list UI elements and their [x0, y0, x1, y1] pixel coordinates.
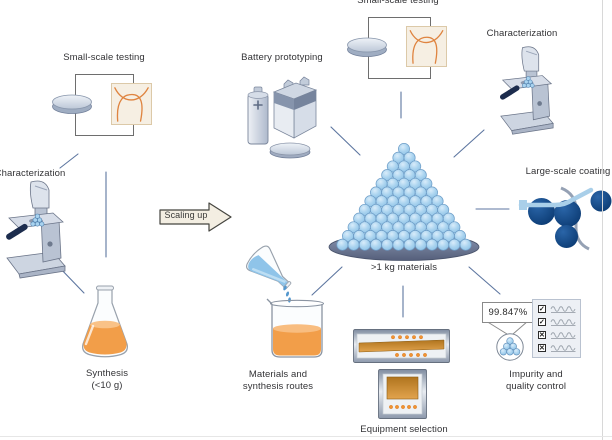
heater-flames-icon — [389, 405, 417, 409]
box-furnace-icon — [378, 369, 427, 419]
scaling-up-arrow — [159, 202, 232, 232]
checklist-row: ✓ — [538, 305, 576, 314]
figure-right-edge — [602, 0, 603, 440]
small-scale-testing-left-label: Small-scale testing — [63, 52, 145, 63]
synthesis-label: Synthesis (<10 g) — [85, 368, 129, 391]
checklist-row: ✓ — [538, 318, 576, 327]
characterization-left-label: Characterization — [0, 168, 66, 179]
roll-to-roll-coater-icon — [518, 186, 612, 251]
battery-set-icon — [247, 76, 318, 159]
scribble-text-icon — [550, 305, 576, 313]
beaker-icon — [266, 298, 325, 358]
checklist-row: ✕ — [538, 344, 576, 353]
checkbox-crossed-icon: ✕ — [538, 344, 546, 352]
scribble-text-icon — [550, 331, 576, 339]
pouring-flask-icon — [246, 245, 292, 290]
scribble-text-icon — [550, 318, 576, 326]
heater-flames-icon — [391, 335, 427, 357]
scaling-up-label: Scaling up — [164, 210, 208, 220]
impurity-qc-label: Impurity and quality control — [505, 369, 567, 392]
checkbox-crossed-icon: ✕ — [538, 331, 546, 339]
scribble-text-icon — [550, 344, 576, 352]
checkbox-checked-icon: ✓ — [538, 318, 546, 326]
tube-furnace-icon — [353, 329, 450, 363]
bulk-materials-label: >1 kg materials — [370, 262, 438, 273]
coin-cell-icon — [347, 37, 387, 57]
purity-callout: 99.847% — [482, 302, 534, 323]
checklist-row: ✕ — [538, 331, 576, 340]
callout-pointer-lines — [485, 320, 529, 335]
powder-spheres — [336, 143, 472, 251]
erlenmeyer-flask-icon — [82, 285, 128, 358]
battery-prototyping-label: Battery prototyping — [241, 52, 323, 63]
sample-circle-icon — [496, 333, 524, 361]
equipment-selection-label: Equipment selection — [360, 424, 448, 435]
voltammogram-graph-icon — [111, 83, 152, 125]
powder-pile-icon — [328, 143, 480, 261]
characterization-right-label: Characterization — [486, 28, 558, 39]
inverted-microscope-icon — [499, 46, 554, 135]
pouring-flask-and-beaker-icon — [246, 245, 325, 358]
checklist-icon: ✓ ✓ ✕ ✕ — [532, 299, 581, 358]
droplets-icon — [283, 285, 291, 303]
sample-powder-icon — [30, 213, 45, 227]
inverted-microscope-icon — [6, 180, 66, 279]
figure-bottom-edge — [0, 436, 612, 437]
checkbox-checked-icon: ✓ — [538, 305, 546, 313]
voltammogram-graph-icon — [406, 26, 447, 67]
large-scale-coating-label: Large-scale coating — [525, 166, 611, 177]
coin-cell-icon — [52, 94, 92, 114]
materials-routes-label: Materials and synthesis routes — [242, 369, 314, 392]
small-scale-testing-top-label: Small-scale testing — [357, 0, 439, 6]
